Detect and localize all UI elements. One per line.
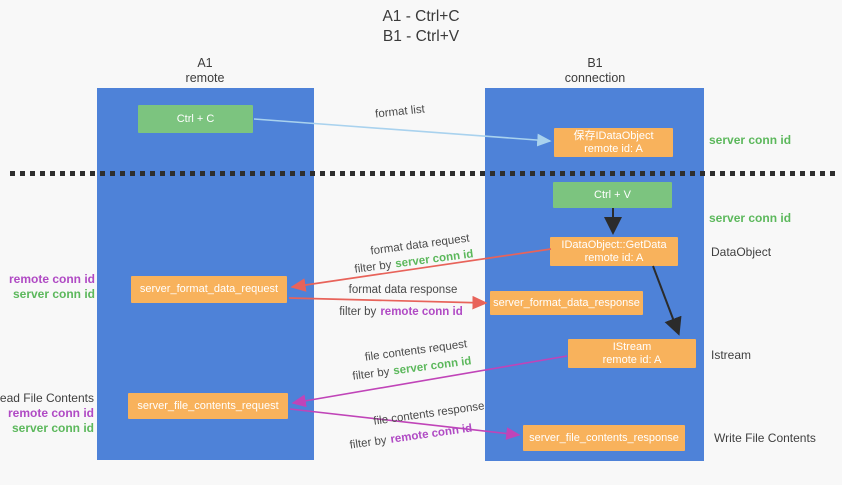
filter-key-remote-conn-id: remote conn id [380, 306, 463, 318]
lane-header-a1: A1 remote [135, 56, 275, 86]
node-idataobject-getdata: IDataObject::GetData remote id: A [550, 237, 678, 266]
ctrl-v-label: Ctrl + V [594, 188, 631, 201]
lane-a1-name: A1 [197, 56, 213, 70]
node-ctrl-v: Ctrl + V [553, 182, 672, 208]
lane-a1-subtitle: remote [185, 71, 225, 85]
node-server-file-contents-response: server_file_contents_response [523, 425, 685, 451]
server-format-data-response-label: server_format_data_response [493, 296, 640, 309]
filter-prefix: filter by [353, 259, 393, 276]
node-server-file-contents-request: server_file_contents_request [128, 393, 288, 419]
machine-boundary-dotted-line [10, 171, 836, 176]
istream-line1: IStream [612, 340, 652, 353]
filter-prefix: filter by [349, 434, 388, 452]
arrow-format-data-response [288, 295, 488, 310]
lane-b1-subtitle: connection [564, 71, 626, 85]
lane-header-b1: B1 connection [525, 56, 665, 86]
filter-key-server-conn-id: server conn id [392, 355, 473, 378]
server-conn-id-label: server conn id [709, 133, 792, 147]
remote-conn-id-label: remote conn id [7, 406, 94, 420]
label-format-data-response: format data response [348, 284, 458, 296]
node-ctrl-c: Ctrl + C [138, 105, 253, 133]
left-format-conn-ids: remote conn id server conn id [9, 272, 95, 302]
label-format-list: format list [374, 103, 426, 121]
left-file-conn-ids: Read File Contents remote conn id server… [0, 391, 94, 436]
read-file-contents-label: Read File Contents [0, 391, 94, 405]
filter-prefix: filter by [351, 366, 391, 383]
ctrl-c-label: Ctrl + C [176, 112, 215, 125]
server-format-data-request-label: server_format_data_request [139, 283, 279, 295]
server-conn-id-label: server conn id [11, 421, 94, 435]
server-file-contents-request-label: server_file_contents_request [137, 399, 279, 412]
server-file-contents-response-label: server_file_contents_response [529, 431, 679, 444]
node-istream: IStream remote id: A [568, 339, 696, 368]
title-line-1: A1 - Ctrl+C [382, 8, 460, 25]
server-conn-id-label: server conn id [12, 287, 95, 301]
node-server-format-data-request: server_format_data_request [131, 276, 287, 303]
lane-b1-name: B1 [587, 56, 603, 70]
server-conn-id-label: server conn id [709, 211, 792, 225]
getdata-line2: remote id: A [584, 251, 644, 264]
filter-key-remote-conn-id: remote conn id [389, 422, 473, 446]
istream-label: Istream [711, 348, 752, 362]
dataobject-label: DataObject [711, 245, 772, 259]
getdata-line1: IDataObject::GetData [561, 238, 667, 251]
diagram-title: A1 - Ctrl+C B1 - Ctrl+V [0, 7, 842, 47]
save-idataobject-line1: 保存IDataObject [573, 129, 654, 142]
istream-line2: remote id: A [602, 353, 662, 366]
write-file-contents-label: Write File Contents [714, 431, 816, 445]
title-line-2: B1 - Ctrl+V [382, 28, 460, 45]
node-server-format-data-response: server_format_data_response [490, 291, 643, 315]
node-save-idataobject: 保存IDataObject remote id: A [554, 128, 673, 157]
remote-conn-id-label: remote conn id [8, 272, 95, 286]
filter-prefix: filter by [339, 306, 377, 318]
save-idataobject-line2: remote id: A [584, 142, 643, 155]
